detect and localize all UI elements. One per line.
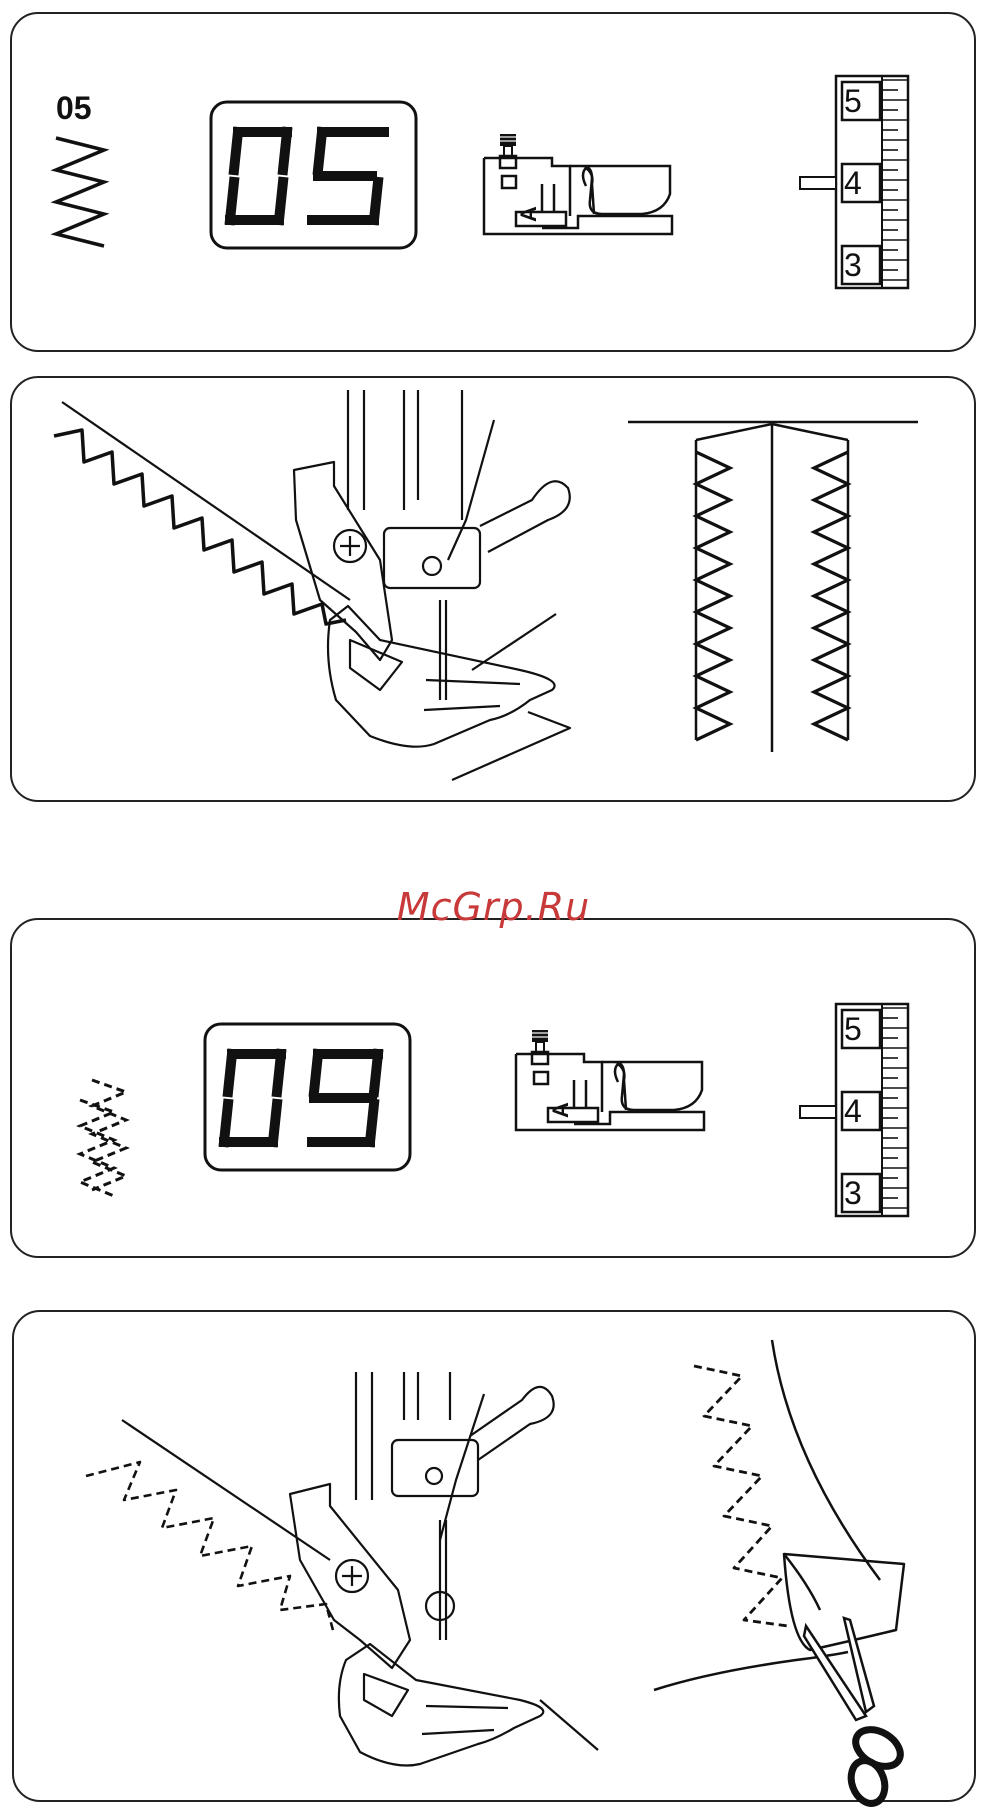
dial-mark-bottom: 3 — [844, 247, 862, 283]
presser-foot-a-icon-2 — [516, 1030, 704, 1130]
trim-excess-diagram — [654, 1340, 904, 1690]
dial-mark-top-2: 5 — [844, 1011, 862, 1047]
dial-pointer — [800, 177, 836, 189]
sewing-foot-illustration-1 — [54, 390, 570, 780]
dial-pointer-2 — [800, 1106, 836, 1118]
dial-mark-middle: 4 — [844, 165, 862, 201]
lcd-display-2 — [205, 1024, 410, 1170]
dial-mark-middle-2: 4 — [844, 1093, 862, 1129]
sewing-foot-illustration-2 — [86, 1372, 598, 1766]
tricot-stitch-pattern-icon — [80, 1080, 126, 1196]
foot-letter-2: A — [548, 1102, 573, 1118]
zigzag-pattern-icon — [56, 138, 104, 246]
presser-foot-a-icon — [484, 134, 672, 234]
dial-mark-bottom-2: 3 — [844, 1175, 862, 1211]
foot-letter: A — [516, 206, 541, 222]
dial-mark-top: 5 — [844, 83, 862, 119]
scissors-icon — [804, 1618, 907, 1808]
overcast-seam-diagram — [628, 422, 918, 752]
